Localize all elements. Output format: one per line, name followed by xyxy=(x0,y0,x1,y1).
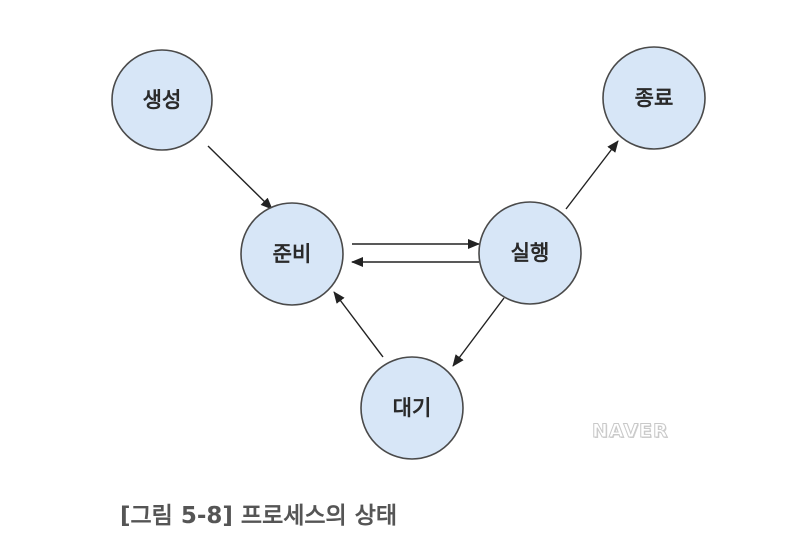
edge-waiting-to-ready xyxy=(333,291,384,358)
node-running-label: 실행 xyxy=(511,241,550,265)
node-create: 생성 xyxy=(111,49,213,151)
edge-create-to-ready xyxy=(207,145,273,210)
node-terminate-label: 종료 xyxy=(635,86,674,110)
node-running: 실행 xyxy=(478,201,582,305)
naver-watermark: NAVER xyxy=(592,420,669,443)
node-waiting-label: 대기 xyxy=(393,396,432,420)
node-create-label: 생성 xyxy=(143,88,182,112)
edge-running-to-waiting xyxy=(452,297,505,367)
node-ready: 준비 xyxy=(240,202,344,306)
figure-caption: [그림 5-8] 프로세스의 상태 xyxy=(120,503,398,529)
node-terminate: 종료 xyxy=(602,46,706,150)
node-waiting: 대기 xyxy=(360,356,464,460)
edge-running-to-terminate xyxy=(565,140,619,210)
node-ready-label: 준비 xyxy=(273,242,312,266)
